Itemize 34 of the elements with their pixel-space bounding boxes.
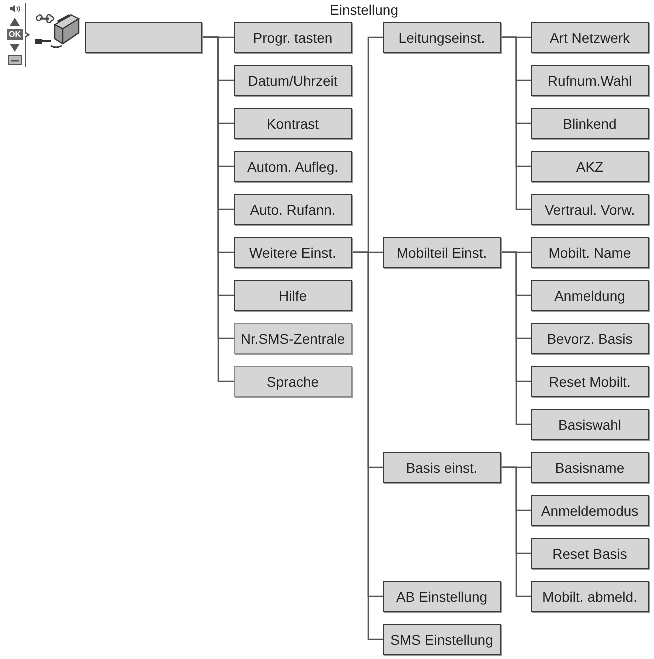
connector-line xyxy=(501,36,531,210)
menu-box: Mobilt. Name xyxy=(531,237,649,268)
connector-line xyxy=(501,466,531,598)
menu-box: Sprache xyxy=(234,366,352,397)
ok-key: OK xyxy=(7,29,23,40)
menu-box: Autom. Aufleg. xyxy=(234,151,352,182)
menu-box: Basiswahl xyxy=(531,409,649,440)
menu-box: Kontrast xyxy=(234,108,352,139)
menu-box: Leitungseinst. xyxy=(383,22,501,53)
empty-box xyxy=(85,22,202,53)
menu-box: Datum/Uhrzeit xyxy=(234,65,352,96)
menu-box: Anmeldemodus xyxy=(531,495,649,526)
menu-box: SMS Einstellung xyxy=(383,624,501,655)
menu-box: Blinkend xyxy=(531,108,649,139)
menu-box: Mobilt. abmeld. xyxy=(531,581,649,612)
menu-box: Nr.SMS-Zentrale xyxy=(234,323,352,354)
menu-box: AKZ xyxy=(531,151,649,182)
menu-box: Bevorz. Basis xyxy=(531,323,649,354)
menu-box: Reset Basis xyxy=(531,538,649,569)
menu-box: Progr. tasten xyxy=(234,22,352,53)
menu-box: Rufnum.Wahl xyxy=(531,65,649,96)
menu-box: AB Einstellung xyxy=(383,581,501,612)
menu-box: Weitere Einst. xyxy=(234,237,352,268)
menu-box: Basis einst. xyxy=(383,452,501,483)
menu-box: Basisname xyxy=(531,452,649,483)
menu-box: Mobilteil Einst. xyxy=(383,237,501,268)
menu-box: Anmeldung xyxy=(531,280,649,311)
connector-line xyxy=(501,252,531,426)
floating-label: Einstellung xyxy=(330,2,398,18)
menu-box: Reset Mobilt. xyxy=(531,366,649,397)
menu-box: Auto. Rufann. xyxy=(234,194,352,225)
menu-box: Vertraul. Vorw. xyxy=(531,194,649,225)
menu-box: Hilfe xyxy=(234,280,352,311)
menu-box: Art Netzwerk xyxy=(531,22,649,53)
